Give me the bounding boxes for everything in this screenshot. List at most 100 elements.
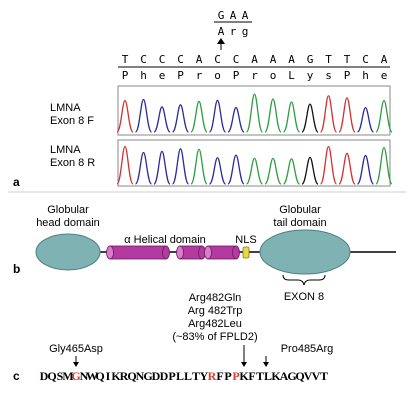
chromatogram-peak: [116, 100, 134, 133]
dna-base: C: [362, 53, 369, 66]
head-globule: [35, 233, 101, 271]
protein-residue: r: [196, 69, 203, 82]
protein-residue: r: [251, 69, 258, 82]
mutant-codon-letter: A: [242, 9, 249, 22]
sequence-residue: Q: [127, 369, 136, 383]
helix-cap: [232, 245, 240, 260]
dna-base: C: [214, 53, 221, 66]
chromatogram-peak: [134, 151, 153, 185]
sequence-residue: Q: [47, 369, 56, 383]
chromatogram-peak: [282, 101, 301, 133]
protein-residue: P: [177, 69, 184, 82]
exon8-brace: [282, 274, 326, 286]
protein-residue: e: [159, 69, 166, 82]
sequence-residue: F: [216, 369, 223, 383]
protein-residue: h: [362, 69, 369, 82]
dna-base: C: [140, 53, 147, 66]
dna-base: C: [159, 53, 166, 66]
mutant-codon: G A A A r g: [214, 9, 252, 50]
chromatogram-peak: [319, 95, 338, 133]
sequence-residue: Y: [200, 369, 209, 383]
mutation-label-arg482-line1: Arg482Gln: [189, 292, 242, 304]
protein-residue: P: [122, 69, 129, 82]
helical-domain-label: α Helical domain: [124, 234, 206, 246]
helix-cap: [204, 245, 212, 260]
dna-base: A: [196, 53, 203, 66]
chromatogram-peak: [153, 150, 171, 185]
sequence-residue: N: [136, 369, 145, 383]
sequence-residue: N: [80, 369, 89, 383]
sequence-residue: S: [57, 369, 64, 383]
chromatogram-peak: [171, 104, 190, 133]
protein-residue: s: [325, 69, 332, 82]
tail-domain-label-line2: tail domain: [273, 217, 326, 229]
dna-base: A: [251, 53, 258, 66]
dna-base: T: [325, 53, 332, 66]
tail-domain-label-line1: Globular: [279, 204, 321, 216]
nls-label: NLS: [235, 234, 256, 246]
nls-box: [242, 246, 250, 259]
chromatogram-peak: [227, 154, 245, 185]
mutation-arrow-head: [263, 362, 269, 367]
mutant-codon-letter: G: [218, 9, 225, 22]
sequence-residue: T: [320, 369, 328, 383]
mutated-residue: P: [232, 369, 239, 383]
dna-base: A: [270, 53, 277, 66]
head-domain-label-line1: Globular: [47, 204, 89, 216]
mutation-label-arg482-line2: Arg 482Trp: [188, 305, 243, 317]
dna-base: T: [122, 53, 129, 66]
panel-a-label: a: [13, 175, 20, 189]
dna-base: C: [233, 53, 240, 66]
chromatogram-peak: [338, 152, 356, 185]
chromatogram-frame-forward: [117, 85, 391, 136]
mutation-arrow-head: [217, 38, 225, 44]
sequence-residue: K: [111, 369, 121, 383]
sequence-residue: P: [168, 369, 175, 383]
sequence-residue: T: [256, 369, 264, 383]
chromatogram-peak: [171, 148, 190, 185]
helix-segment: [207, 245, 237, 260]
chromatogram-peak: [319, 145, 338, 185]
protein-residue: h: [140, 69, 147, 82]
sequence-residue: K: [271, 369, 281, 383]
chromatogram-peak: [375, 99, 393, 133]
sequence-residue: D: [160, 369, 169, 383]
protein-residue: o: [270, 69, 277, 82]
mutation-label-pro485arg: Pro485Arg: [281, 343, 334, 355]
chromatogram-peak: [356, 154, 375, 185]
protein-residue: P: [344, 69, 351, 82]
trace-label-reverse-line2: Exon 8 R: [50, 157, 95, 169]
chromatogram-peak: [208, 157, 227, 185]
dna-base: A: [288, 53, 295, 66]
panel-b-label: b: [13, 262, 20, 276]
chromatogram-peak: [338, 97, 356, 133]
sequence-residue: L: [176, 369, 184, 383]
mutant-codon-letter: A: [230, 9, 237, 22]
sequence-residue: V: [304, 369, 313, 383]
mutation-label-gly465asp: Gly465Asp: [49, 343, 103, 355]
sequence-residue: V: [312, 369, 321, 383]
panel-c-label: c: [13, 369, 20, 383]
sequence-residue: D: [152, 369, 161, 383]
tail-globule: [259, 229, 351, 275]
trace-label-reverse-line1: LMNA: [50, 144, 81, 156]
dna-base: T: [344, 53, 351, 66]
head-domain-label-line2: head domain: [36, 217, 100, 229]
chromatogram-peak: [134, 98, 153, 133]
chromatogram-peak: [245, 157, 264, 185]
sequence-residue: P: [224, 369, 231, 383]
chromatogram-peak: [264, 157, 282, 185]
chromatogram-peak: [356, 106, 375, 133]
exon8-label: EXON 8: [284, 291, 324, 303]
chromatogram-peak: [190, 148, 208, 185]
mutant-aa-letter: r: [230, 25, 237, 38]
chromatogram-peak: [264, 98, 282, 133]
sequence-residue: M: [62, 369, 73, 383]
protein-residue: P: [233, 69, 240, 82]
panel-c: c Gly465Asp Arg482Gln Arg 482Trp Arg482L…: [13, 292, 333, 383]
